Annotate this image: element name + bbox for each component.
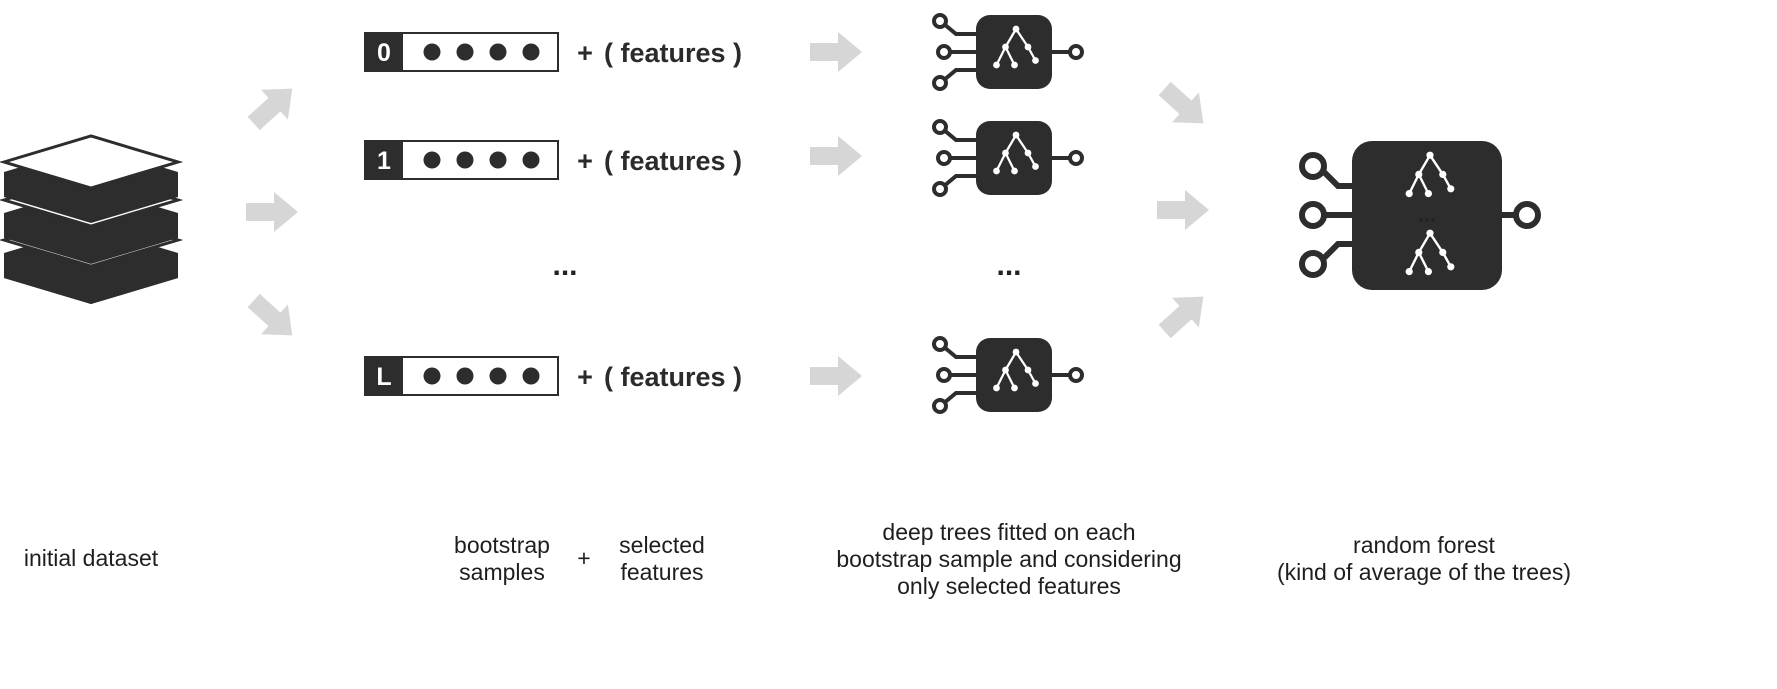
sample-index: 1 — [377, 147, 391, 175]
caption-initial-dataset: initial dataset — [24, 545, 159, 571]
features-label: ( features ) — [604, 362, 742, 392]
features-label: ( features ) — [604, 146, 742, 176]
bootstrap-sample-1: 1 + ( features ) — [364, 140, 742, 180]
caption-plus: + — [577, 545, 590, 571]
arrow-icon — [810, 136, 862, 176]
tree-model-icon — [934, 338, 1082, 412]
caption-forest-line2: (kind of average of the trees) — [1277, 559, 1571, 585]
tree-model-icon — [934, 121, 1082, 195]
plus-sign: + — [577, 362, 593, 392]
arrow-icon — [240, 73, 306, 139]
arrow-icon — [1151, 73, 1217, 139]
arrow-icon — [1151, 281, 1217, 347]
caption-selected-line2: features — [620, 559, 703, 585]
caption-trees-line2: bootstrap sample and considering — [836, 546, 1181, 572]
arrow-icon — [240, 285, 306, 351]
plus-sign: + — [577, 146, 593, 176]
dataset-stack-icon — [0, 134, 184, 304]
arrow-icon — [1157, 190, 1209, 230]
arrow-icon — [810, 356, 862, 396]
features-label: ( features ) — [604, 38, 742, 68]
caption-selected-line1: selected — [619, 532, 705, 558]
samples-ellipsis: ... — [552, 249, 577, 282]
plus-sign: + — [577, 38, 593, 68]
sample-index: L — [376, 363, 391, 391]
trees-ellipsis: ... — [996, 249, 1021, 282]
bootstrap-sample-0: 0 + ( features ) — [364, 32, 742, 72]
forest-ellipsis: ... — [1418, 202, 1436, 227]
caption-trees-line3: only selected features — [897, 573, 1121, 599]
caption-forest-line1: random forest — [1353, 532, 1496, 558]
arrow-icon — [810, 32, 862, 72]
bootstrap-sample-l: L + ( features ) — [364, 356, 742, 396]
caption-bootstrap-line2: samples — [459, 559, 545, 585]
sample-index: 0 — [377, 39, 391, 67]
random-forest-icon: ... — [1299, 141, 1541, 290]
caption-trees-line1: deep trees fitted on each — [882, 519, 1135, 545]
caption-bootstrap-line1: bootstrap — [454, 532, 550, 558]
tree-model-icon — [934, 15, 1082, 89]
arrow-icon — [246, 192, 298, 232]
